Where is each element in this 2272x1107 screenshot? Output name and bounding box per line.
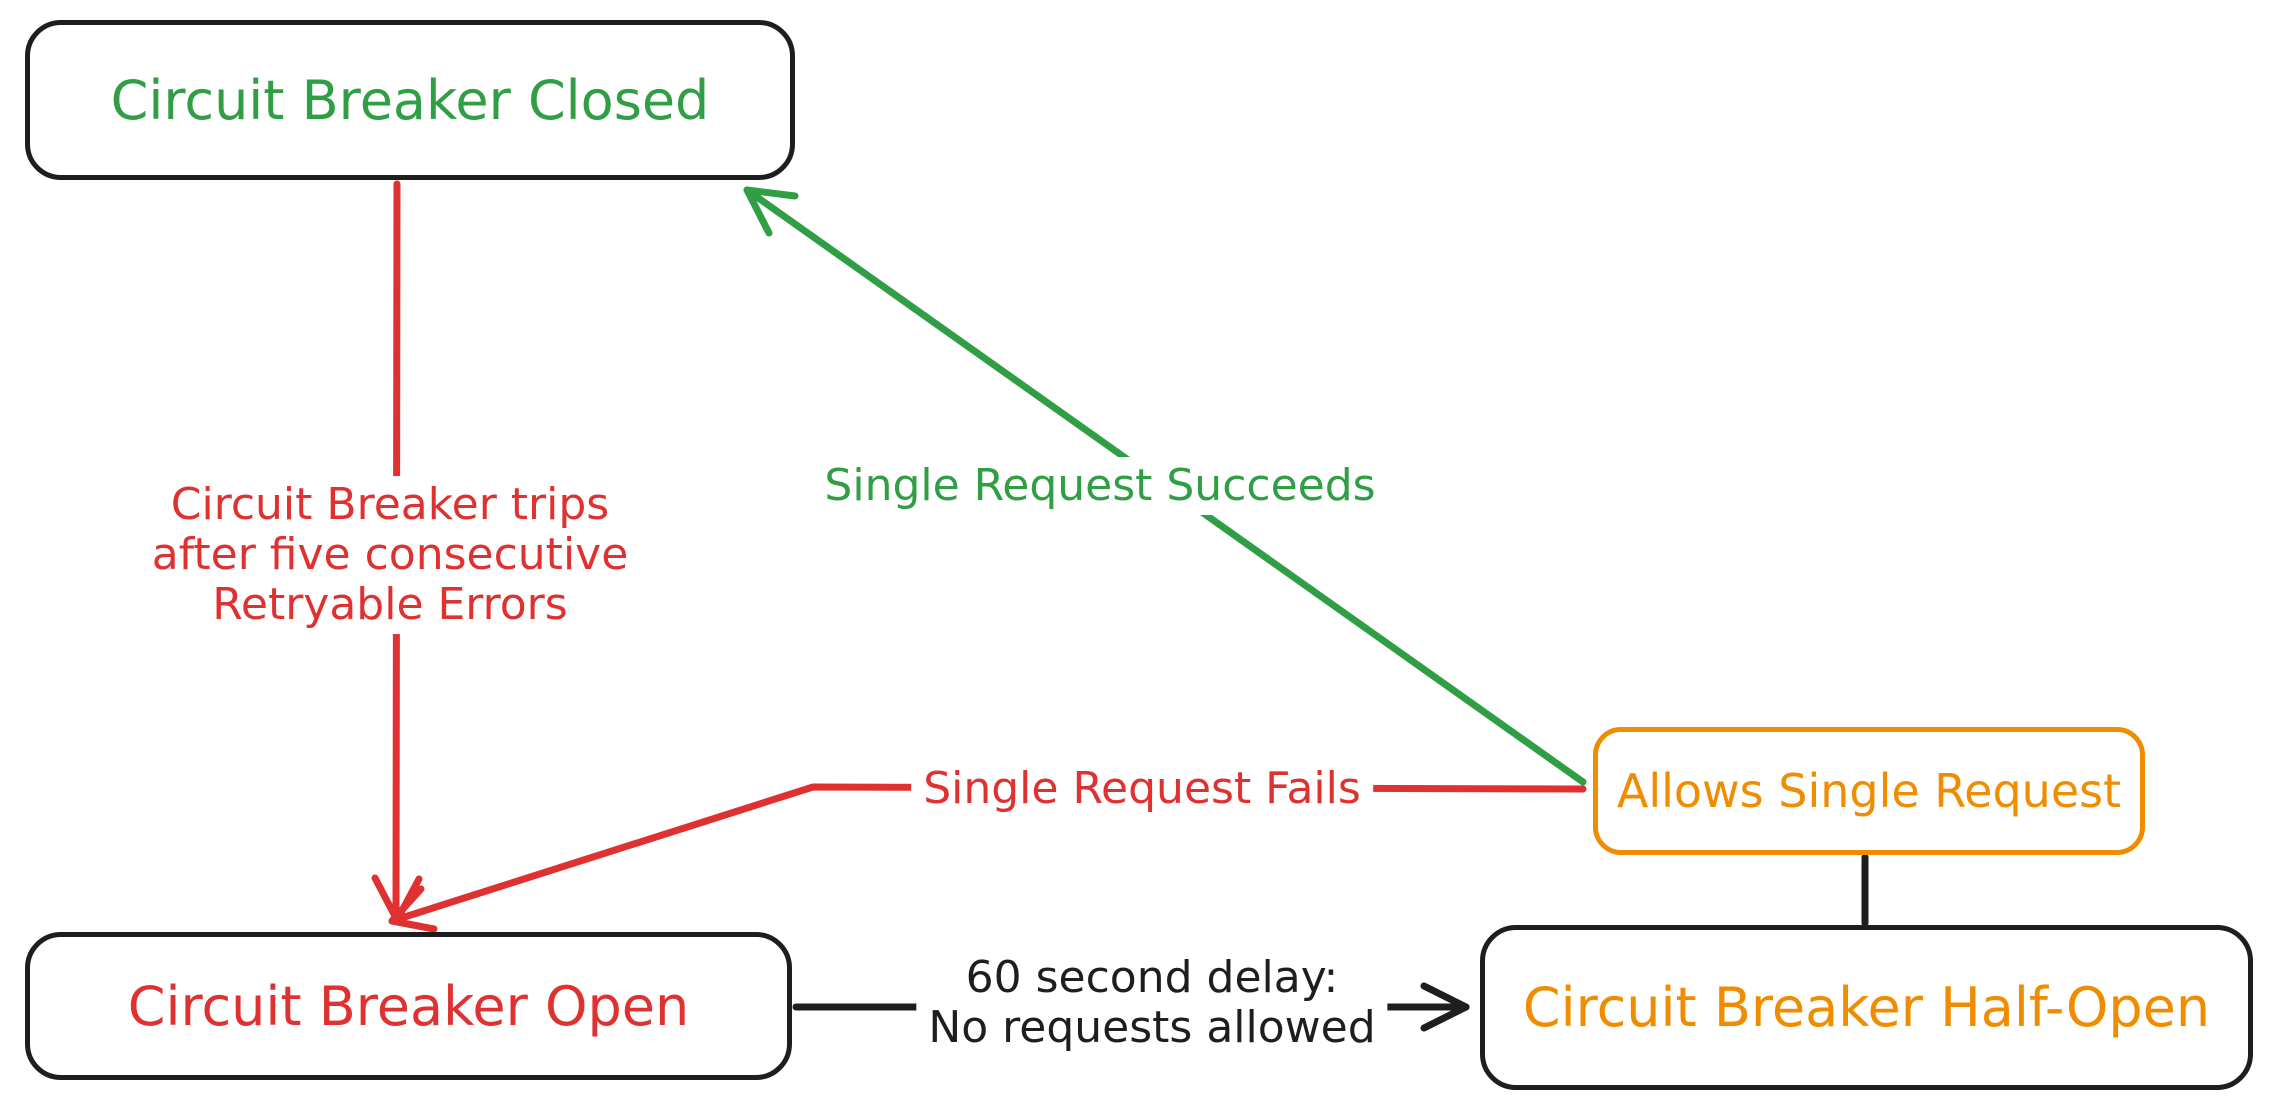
edge-label-trip-line-3: Retryable Errors — [212, 579, 568, 630]
node-circuit-breaker-half-open: Circuit Breaker Half-Open — [1480, 925, 2253, 1090]
edge-label-trip: Circuit Breaker trips after five consecu… — [139, 476, 641, 634]
node-allows-single-request: Allows Single Request — [1593, 727, 2145, 855]
edge-label-delay-line-1: 60 second delay: — [965, 952, 1339, 1003]
node-circuit-breaker-closed-label: Circuit Breaker Closed — [110, 68, 710, 132]
edge-label-single-request-fails: Single Request Fails — [911, 760, 1373, 818]
edge-label-delay: 60 second delay: No requests allowed — [916, 949, 1388, 1057]
node-circuit-breaker-open-label: Circuit Breaker Open — [127, 974, 690, 1038]
node-allows-single-request-label: Allows Single Request — [1616, 764, 2122, 818]
edge-label-delay-line-2: No requests allowed — [928, 1002, 1376, 1053]
node-circuit-breaker-half-open-label: Circuit Breaker Half-Open — [1522, 976, 2211, 1039]
node-circuit-breaker-closed: Circuit Breaker Closed — [25, 20, 795, 180]
node-circuit-breaker-open: Circuit Breaker Open — [25, 932, 792, 1080]
edge-label-single-request-succeeds: Single Request Succeeds — [812, 457, 1388, 515]
succeeds-arrowhead — [743, 186, 799, 237]
delay-arrowhead — [1420, 982, 1470, 1032]
fails-arrowhead — [388, 885, 438, 933]
edge-label-trip-line-1: Circuit Breaker trips — [170, 479, 610, 530]
edge-label-trip-line-2: after five consecutive — [151, 529, 629, 580]
